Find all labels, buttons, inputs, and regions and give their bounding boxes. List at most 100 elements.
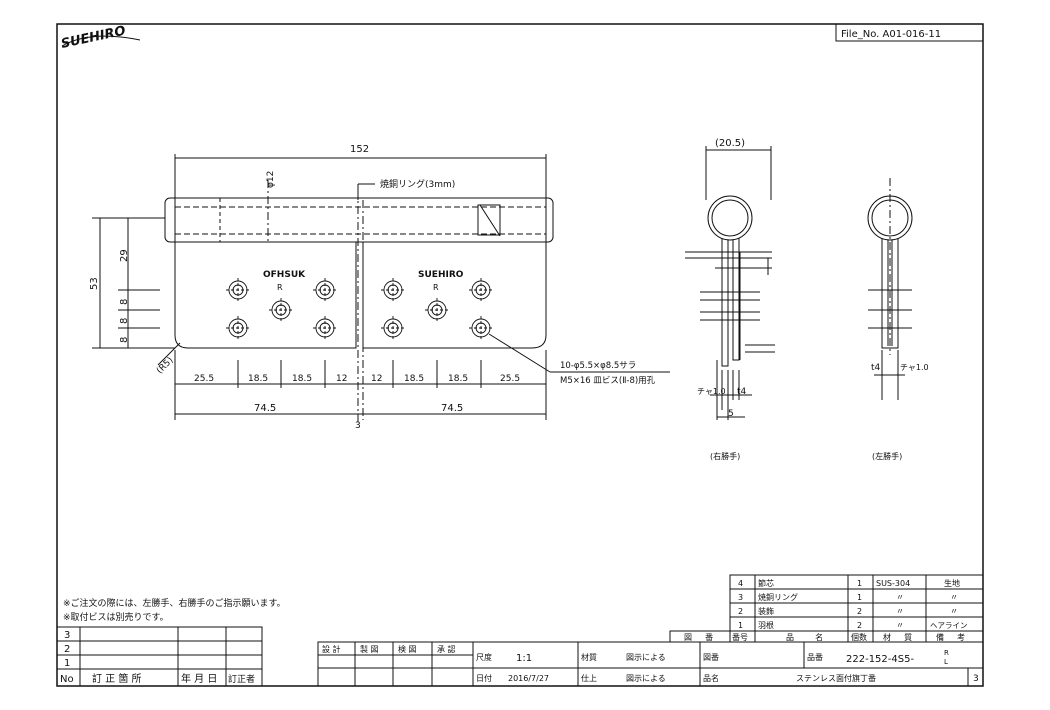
bottom-dim-7: 18.5	[448, 374, 468, 384]
leaf-left-mark: OFHSUK	[263, 270, 306, 280]
dim-29: 29	[119, 249, 130, 262]
dim-5: 5	[728, 409, 734, 419]
side-view-left	[867, 178, 913, 400]
part-material: SUS-304	[876, 579, 910, 588]
sheet-number: 3	[973, 674, 979, 684]
sign-design: 設 計	[322, 644, 341, 654]
hole-note-2: M5×16 皿ビス(Ⅱ-8)用孔	[560, 376, 656, 386]
bottom-dim-3: 18.5	[292, 374, 312, 384]
part-qty: 2	[857, 621, 862, 630]
material-label: 材質	[581, 652, 597, 662]
bottom-dim-5: 12	[371, 374, 382, 384]
parts-header: 図 番 番号 品 名 個数 材 質 備 考	[684, 632, 965, 642]
finish-value: 図示による	[626, 674, 666, 683]
hole-note-1: 10-φ5.5×φ8.5サラ	[560, 361, 636, 371]
product-no-suffix-l: L	[944, 658, 948, 666]
scale-value: 1:1	[516, 653, 532, 664]
sign-check: 検 図	[398, 644, 417, 654]
dim-8-b: 8	[119, 318, 130, 324]
dim-t4-left: t4	[871, 363, 881, 373]
parts-table	[669, 574, 984, 643]
dim-t1-right: チャ1.0	[697, 387, 726, 396]
part-material: 〃	[896, 621, 904, 630]
dim-8-c: 8	[119, 337, 130, 343]
dim-20-5: (20.5)	[715, 138, 745, 149]
file-number-box: File_No. A01-016-11	[835, 23, 984, 42]
drawing-no-label: 図番	[703, 652, 719, 662]
parts-header-no: 番号	[732, 632, 748, 642]
product-no-suffix-r: R	[944, 649, 949, 657]
suehiro-logo: SUEHIRO	[60, 24, 141, 52]
half-width-left: 74.5	[254, 403, 276, 414]
dim-total-width: 152	[350, 144, 369, 155]
bottom-dim-2: 18.5	[248, 374, 268, 384]
revision-header-date: 年 月 日	[181, 672, 217, 685]
side-view-right	[685, 146, 775, 420]
parts-header-qty: 個数	[851, 632, 867, 642]
dim-gap: 3	[355, 421, 361, 431]
dim-pin-dia: φ12	[266, 171, 276, 188]
product-name-value: ステンレス面付旗丁番	[796, 673, 876, 683]
product-no-value: 222-152-4S5-	[846, 654, 914, 665]
revision-header-no: No	[60, 674, 74, 685]
title-block	[317, 641, 984, 687]
parts-header-name: 品 名	[786, 632, 823, 642]
note-left-right-hand: ※ご注文の際には、左勝手、右勝手のご指示願います。	[63, 599, 286, 609]
dim-8-a: 8	[119, 299, 130, 305]
part-no: 4	[738, 579, 743, 588]
product-no-label: 品番	[807, 652, 823, 662]
revision-header-person: 訂正者	[228, 673, 255, 685]
svg-text:SUEHIRO: SUEHIRO	[60, 24, 127, 52]
part-note: ヘアライン	[930, 621, 968, 630]
part-note: 生地	[944, 578, 960, 588]
part-material: 〃	[896, 607, 904, 616]
note-screws-sold-separately: ※取付ビスは別売りです。	[63, 613, 169, 623]
product-name-label: 品名	[703, 673, 719, 683]
bottom-dim-1: 25.5	[194, 374, 214, 384]
part-name: 羽根	[758, 620, 774, 630]
part-no: 3	[738, 593, 743, 602]
parts-rows: 4 節芯 1 SUS-304 生地 3 焼銅リング 1 〃 〃 2 装飾 2 〃…	[738, 578, 968, 630]
leaf-right-mark: SUEHIRO	[418, 270, 464, 280]
leaf-right-side: R	[433, 283, 439, 292]
part-name: 装飾	[758, 606, 774, 616]
bottom-dim-8: 25.5	[500, 374, 520, 384]
label-ring: 焼銅リング(3mm)	[380, 178, 455, 190]
material-value: 図示による	[626, 653, 666, 662]
leaf-left-side: R	[277, 283, 283, 292]
bottom-dim-6: 18.5	[404, 374, 424, 384]
part-note: 〃	[950, 593, 958, 602]
dim-height: 53	[89, 277, 100, 290]
part-name: 焼銅リング	[758, 592, 798, 602]
revision-row-1: 1	[64, 658, 70, 669]
front-view	[92, 154, 670, 425]
part-qty: 1	[857, 593, 862, 602]
parts-header-drawing: 図 番	[684, 632, 713, 642]
bottom-dim-4: 12	[336, 374, 347, 384]
sign-drafting: 製 図	[360, 644, 379, 654]
finish-label: 仕上	[581, 673, 597, 683]
part-no: 1	[738, 621, 743, 630]
part-note: 〃	[950, 607, 958, 616]
revision-table	[56, 626, 263, 687]
date-value: 2016/7/27	[508, 674, 549, 683]
revision-row-2: 2	[64, 644, 70, 655]
revision-header-location: 訂 正 箇 所	[92, 672, 142, 685]
dim-t4-right: t4	[737, 387, 747, 397]
part-no: 2	[738, 607, 743, 616]
dim-r5: (R5)	[155, 356, 176, 377]
sign-approve: 承 認	[437, 644, 456, 654]
caption-left-hand: (左勝手)	[872, 451, 902, 461]
sheet-border	[56, 23, 984, 687]
part-name: 節芯	[758, 578, 774, 588]
part-qty: 1	[857, 579, 862, 588]
half-width-right: 74.5	[441, 403, 463, 414]
caption-right-hand: (右勝手)	[710, 451, 740, 461]
parts-header-note: 備 考	[936, 632, 965, 642]
part-material: 〃	[896, 593, 904, 602]
revision-row-3: 3	[64, 630, 70, 641]
date-label: 日付	[476, 673, 492, 683]
parts-header-material: 材 質	[883, 632, 912, 642]
dim-t1-left: チャ1.0	[900, 363, 929, 372]
